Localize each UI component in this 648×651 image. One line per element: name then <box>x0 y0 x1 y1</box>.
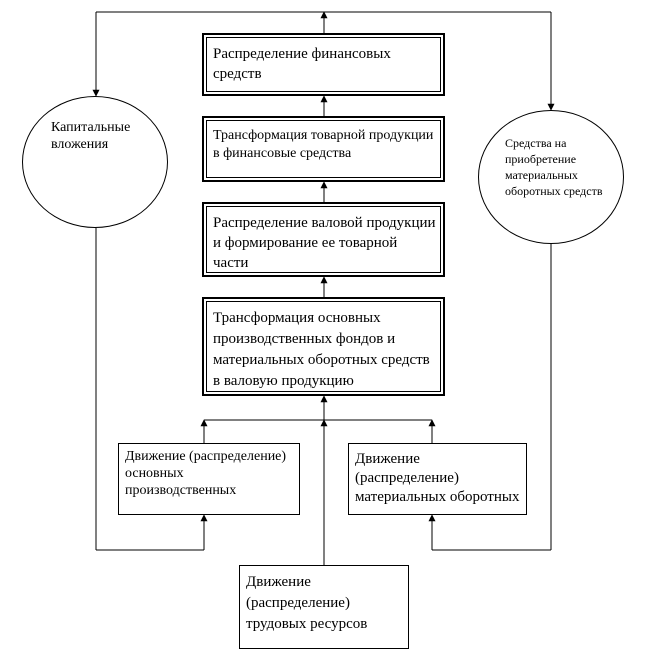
ellipse-material-funds-label: Средства на приобретение материальных об… <box>505 136 603 198</box>
box-fin-dist: Распределение финансовых средств <box>202 33 445 96</box>
ellipse-capital-label: Капитальные вложения <box>51 120 131 152</box>
box-move-fixed: Движение (распределение) основных произв… <box>118 443 300 515</box>
box-move-labor-label: Движение (распределение) трудовых ресурс… <box>246 574 368 632</box>
box-transform-fixed: Трансформация основных производственных … <box>202 297 445 396</box>
box-move-labor: Движение (распределение) трудовых ресурс… <box>239 565 409 649</box>
ellipse-material-funds: Средства на приобретение материальных об… <box>478 110 624 244</box>
box-move-fixed-label: Движение (распределение) основных произв… <box>125 449 287 498</box>
ellipse-capital: Капитальные вложения <box>22 96 168 228</box>
box-move-material-label: Движение (распределение) материальных об… <box>355 451 520 505</box>
box-transform-fixed-label: Трансформация основных производственных … <box>213 310 430 389</box>
box-transform-goods-label: Трансформация товарной продукции в финан… <box>213 128 434 161</box>
box-transform-goods: Трансформация товарной продукции в финан… <box>202 116 445 182</box>
box-gross-dist: Распределение валовой продукции и формир… <box>202 202 445 277</box>
box-fin-dist-label: Распределение финансовых средств <box>213 46 391 82</box>
box-move-material: Движение (распределение) материальных об… <box>348 443 527 515</box>
box-gross-dist-label: Распределение валовой продукции и формир… <box>213 215 436 271</box>
